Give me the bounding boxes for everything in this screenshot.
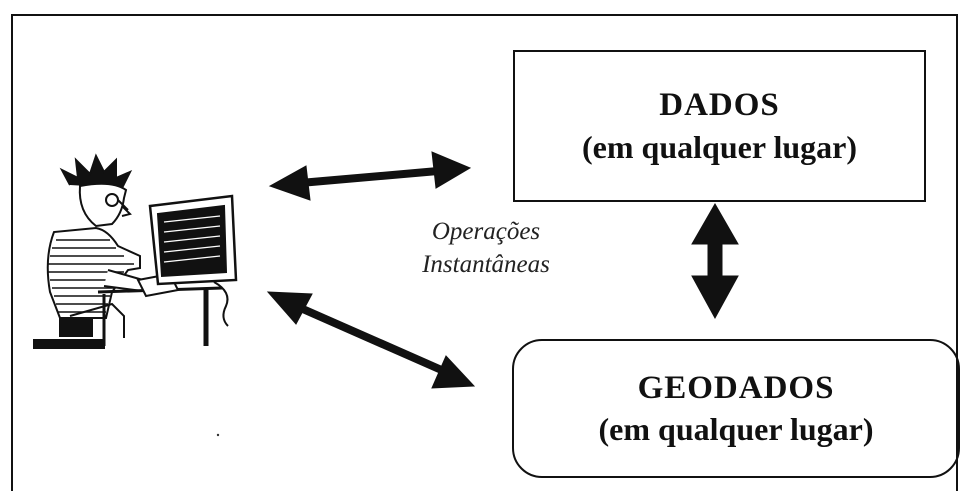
diagram-frame — [11, 14, 958, 491]
arrow-dados-geodados — [691, 202, 739, 320]
arrow-user-geodados — [266, 291, 476, 389]
dados-title: DADOS — [659, 87, 780, 124]
speck-dot — [216, 433, 220, 437]
operations-label: Operações Instantâneas — [396, 216, 576, 281]
arrow-user-dados — [268, 151, 472, 201]
geodados-box: GEODADOS (em qualquer lugar) — [512, 339, 960, 478]
dados-subtitle: (em qualquer lugar) — [582, 128, 857, 165]
geodados-subtitle: (em qualquer lugar) — [598, 411, 874, 448]
person-at-computer-icon — [33, 153, 238, 349]
operations-label-line2: Instantâneas — [422, 250, 550, 278]
geodados-title: GEODADOS — [637, 369, 835, 406]
operations-label-line1: Operações — [431, 218, 541, 245]
dados-box: DADOS (em qualquer lugar) — [513, 50, 926, 202]
